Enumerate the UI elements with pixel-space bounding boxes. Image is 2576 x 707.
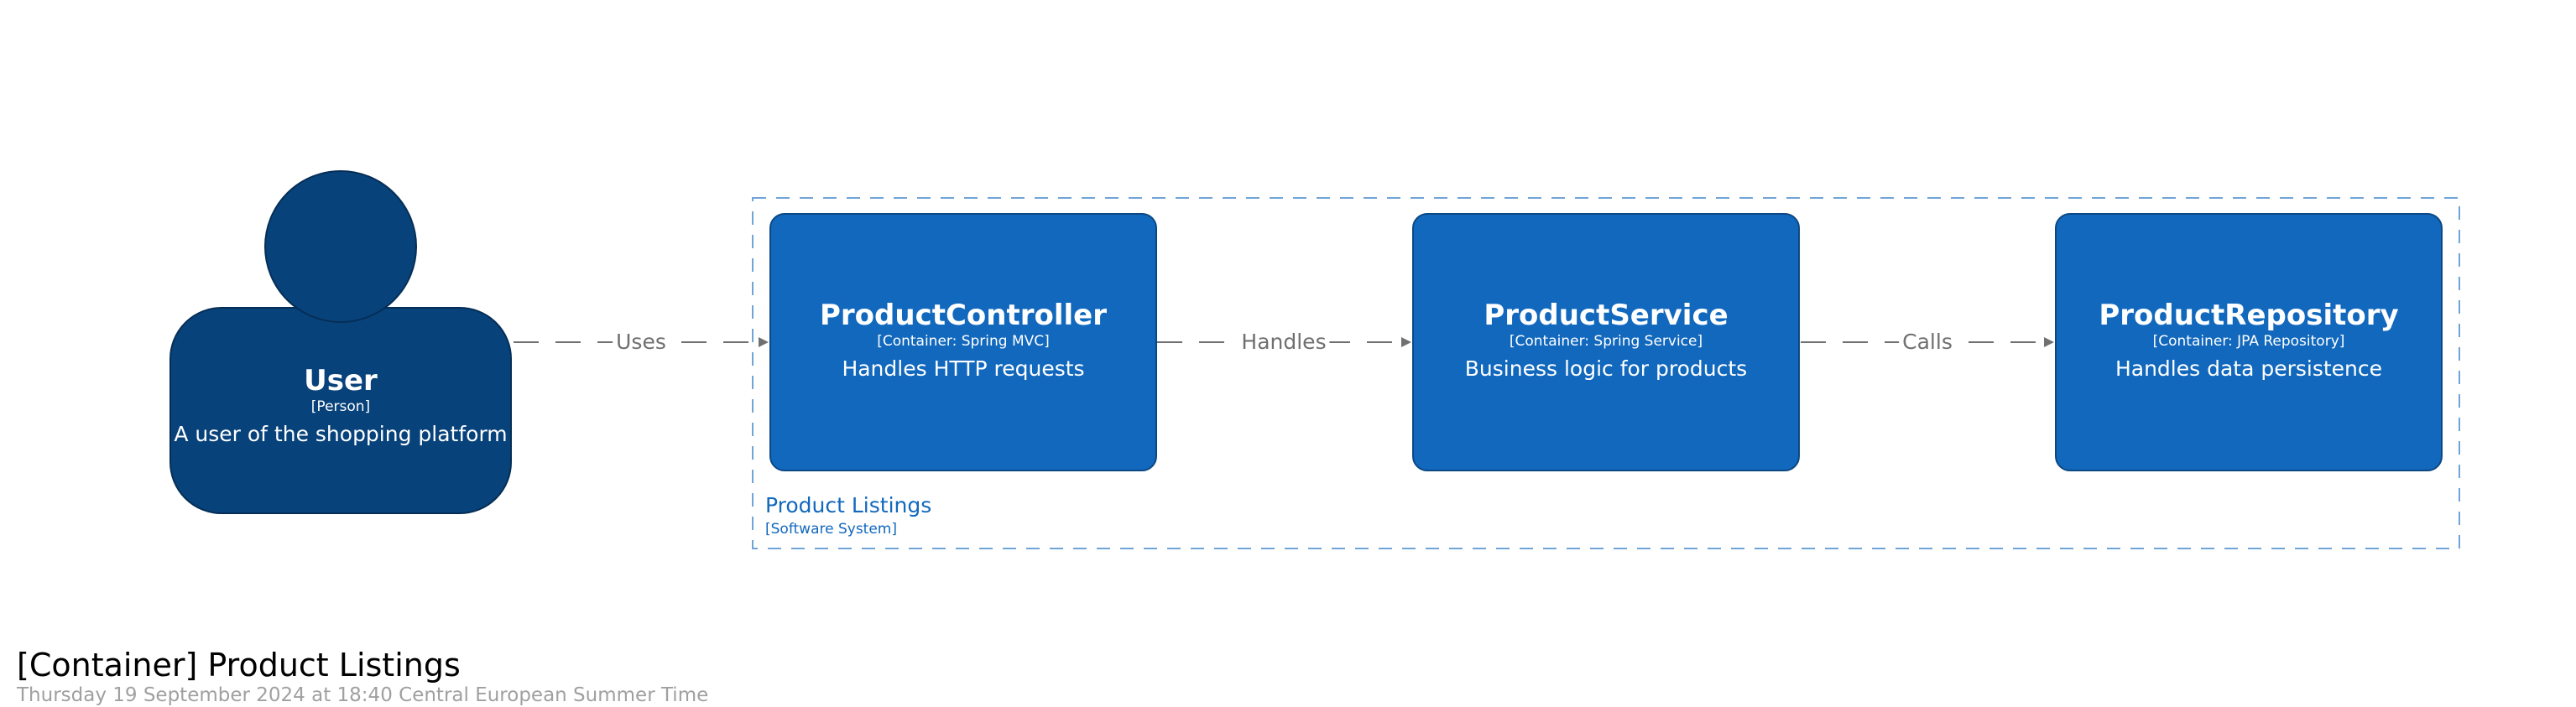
relationship-uses-label: Uses bbox=[613, 330, 670, 355]
relationship-handles-label: Handles bbox=[1238, 330, 1330, 355]
container-technology: [Container: Spring Service] bbox=[1509, 333, 1703, 350]
container-technology: [Container: Spring MVC] bbox=[877, 333, 1050, 350]
diagram-title: [Container] Product Listings bbox=[17, 647, 461, 684]
person-text: User [Person] A user of the shopping pla… bbox=[169, 364, 512, 448]
boundary-type: [Software System] bbox=[765, 521, 898, 538]
person-description: A user of the shopping platform bbox=[174, 422, 508, 446]
container-description: Business logic for products bbox=[1464, 356, 1748, 381]
container-product-repository[interactable]: ProductRepository [Container: JPA Reposi… bbox=[2055, 213, 2443, 471]
person-head-shape bbox=[264, 170, 417, 323]
container-name: ProductController bbox=[819, 299, 1108, 332]
software-system-boundary bbox=[752, 197, 2460, 549]
diagram-date: Thursday 19 September 2024 at 18:40 Cent… bbox=[17, 684, 709, 706]
container-product-service[interactable]: ProductService [Container: Spring Servic… bbox=[1412, 213, 1800, 471]
person-body-shape bbox=[169, 307, 512, 514]
container-technology: [Container: JPA Repository] bbox=[2152, 333, 2345, 350]
boundary-name: Product Listings bbox=[765, 493, 932, 517]
container-description: Handles data persistence bbox=[2115, 356, 2383, 381]
container-name: ProductRepository bbox=[2099, 299, 2399, 332]
container-product-controller[interactable]: ProductController [Container: Spring MVC… bbox=[769, 213, 1157, 471]
container-description: Handles HTTP requests bbox=[842, 356, 1085, 381]
person-type: [Person] bbox=[310, 398, 371, 415]
container-name: ProductService bbox=[1484, 299, 1729, 332]
person-name: User bbox=[304, 364, 378, 398]
relationship-calls-label: Calls bbox=[1899, 330, 1956, 355]
